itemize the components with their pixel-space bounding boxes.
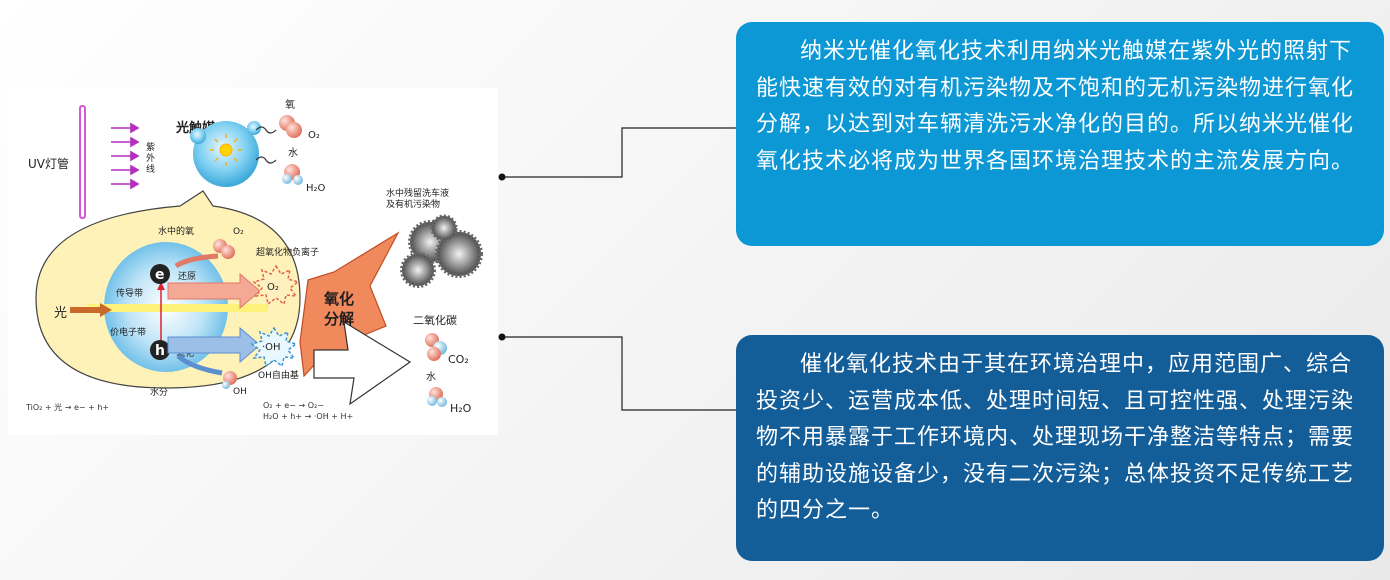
water-label: 水 bbox=[288, 147, 298, 159]
oh-radical-star bbox=[250, 326, 298, 368]
co2-name-label: 二氧化碳 bbox=[413, 313, 457, 327]
uv-ray-arrows bbox=[111, 122, 140, 190]
oxidation-arrow bbox=[167, 326, 261, 364]
superoxide-star bbox=[252, 264, 300, 306]
water2-label: 水 bbox=[426, 371, 436, 383]
o2-label: O₂ bbox=[308, 130, 320, 141]
connector-top-dot-left bbox=[498, 173, 506, 181]
catalyst-bubble bbox=[247, 121, 261, 135]
pollutant-label-1: 水中残留洗车液 bbox=[386, 187, 449, 199]
decomposition-label-1: 氧化 bbox=[323, 290, 354, 308]
connector-top bbox=[502, 127, 740, 178]
conduction-band-label: 传导带 bbox=[116, 287, 143, 299]
description-text-bottom: 催化氧化技术由于其在环境治理中，应用范围广、综合投资少、运营成本低、处理时间短、… bbox=[756, 352, 1355, 523]
o2-inner-label: O₂ bbox=[233, 227, 244, 237]
water-part-label: 水分 bbox=[150, 386, 168, 398]
squiggle-arrow bbox=[255, 156, 277, 164]
hole-icon bbox=[150, 340, 170, 360]
oh-minus-label: OH bbox=[233, 387, 247, 397]
oxygen-in-water-label: 水中的氧 bbox=[158, 225, 194, 237]
reduction-label: 还原 bbox=[178, 270, 196, 282]
h2o-molecule-h bbox=[437, 397, 447, 407]
connector-bottom bbox=[502, 336, 740, 411]
light-arrow bbox=[70, 303, 112, 317]
squiggle-arrow bbox=[255, 126, 277, 134]
equation-1: TiO₂ + 光 → e− + h+ bbox=[25, 402, 109, 412]
o2-inner-molecule bbox=[221, 245, 235, 259]
description-box-top: 纳米光催化氧化技术利用纳米光触媒在紫外光的照射下能快速有效的对有机污染物及不饱和… bbox=[736, 22, 1384, 246]
description-text-top: 纳米光催化氧化技术利用纳米光触媒在紫外光的照射下能快速有效的对有机污染物及不饱和… bbox=[756, 39, 1355, 174]
co2-molecule bbox=[427, 347, 441, 361]
o2-supply-arrow bbox=[174, 253, 219, 269]
pollutant-label-2: 及有机污染物 bbox=[386, 198, 440, 210]
h2o-out-label: H₂O bbox=[450, 402, 472, 415]
electron-icon bbox=[150, 264, 170, 284]
oxygen-molecule-atom bbox=[286, 122, 302, 138]
oh-radical-label: ·OH bbox=[262, 342, 281, 353]
connector-bottom-dot-left bbox=[498, 333, 506, 341]
water-molecule-h bbox=[293, 175, 303, 185]
valence-band-label: 价电子带 bbox=[110, 326, 146, 338]
co2-label: CO₂ bbox=[448, 353, 469, 366]
reduction-arrow bbox=[167, 272, 261, 310]
o2-minus-label: O₂ bbox=[267, 282, 279, 293]
uv-lamp-tube bbox=[79, 105, 86, 219]
light-band bbox=[88, 304, 268, 312]
equation-2: O₂ + e− → O₂− bbox=[263, 401, 324, 410]
oxygen-label: 氧 bbox=[285, 98, 295, 111]
uv-ray-label: 紫外线 bbox=[146, 142, 155, 175]
oh-free-radical-label: OH自由基 bbox=[258, 369, 299, 381]
hole-label: h bbox=[155, 343, 165, 359]
photocatalysis-diagram: UV灯管 紫外线 光触媒 氧 O₂ 水 H₂O 水中的氧 O₂ 传导带 价电子带… bbox=[8, 88, 498, 435]
water-molecule-h bbox=[282, 174, 292, 184]
h2o-molecule-h bbox=[427, 396, 437, 406]
oh-minus-molecule-h bbox=[222, 381, 230, 389]
catalyst-bubble bbox=[190, 128, 206, 144]
h2o-label: H₂O bbox=[306, 183, 326, 194]
electron-label: e bbox=[155, 267, 165, 283]
water-supply-arrow bbox=[176, 354, 223, 376]
equation-3: H₂O + h+ → ·OH + H+ bbox=[263, 412, 353, 421]
output-arrow bbox=[313, 320, 412, 406]
uv-lamp-label: UV灯管 bbox=[28, 156, 69, 171]
sun-icon bbox=[210, 134, 242, 166]
excitation-arrowhead bbox=[157, 282, 165, 290]
pollutant-particles bbox=[400, 214, 483, 288]
light-label: 光 bbox=[54, 306, 67, 321]
description-box-bottom: 催化氧化技术由于其在环境治理中，应用范围广、综合投资少、运营成本低、处理时间短、… bbox=[736, 335, 1384, 561]
superoxide-label: 超氧化物负离子 bbox=[256, 246, 319, 258]
